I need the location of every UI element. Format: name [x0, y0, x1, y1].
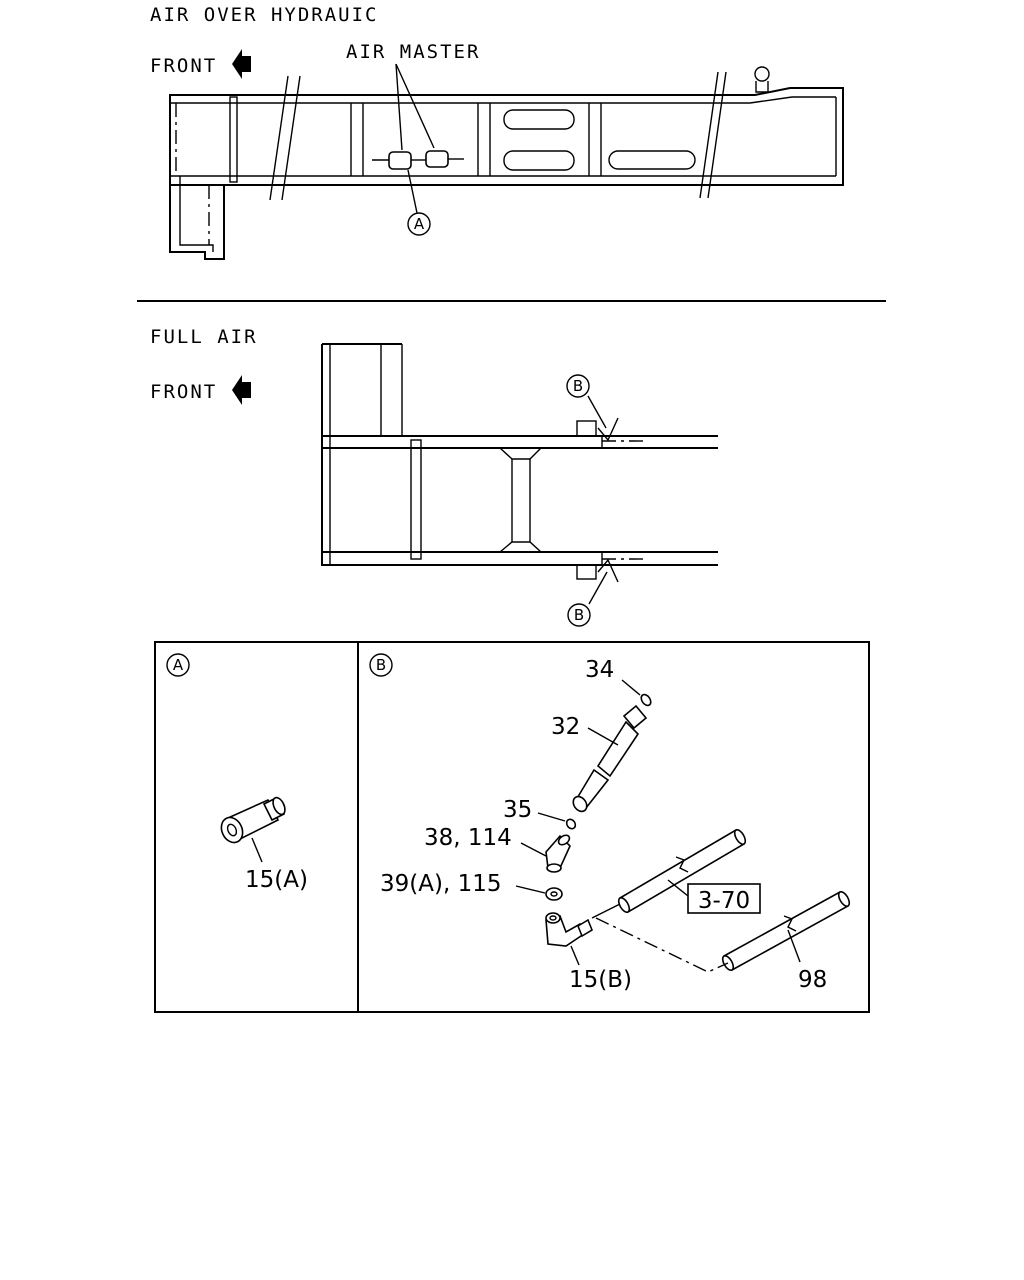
front-label-top: FRONT [150, 55, 217, 77]
front-arrow-icon [232, 375, 251, 405]
section-title-full-air: FULL AIR [150, 326, 258, 348]
svg-text:A: A [173, 656, 184, 674]
part-label-34: 34 [585, 657, 614, 683]
front-label-middle: FRONT [150, 381, 217, 403]
part-label-35: 35 [503, 797, 532, 823]
part-label-15b: 15(B) [569, 967, 632, 993]
frame-top [169, 66, 844, 260]
part-35-icon [565, 818, 577, 830]
svg-text:B: B [573, 377, 583, 395]
air-master-units [372, 63, 464, 214]
callout-a-top: A [407, 212, 431, 236]
detail-b: B 34 32 35 38, 114 [369, 653, 851, 993]
tube-98-icon [721, 890, 851, 972]
detail-a: A 15(A) [166, 653, 308, 893]
part-label-39a-115: 39(A), 115 [380, 871, 501, 897]
section-title-air-over-hydraulic: AIR OVER HYDRAUIC [150, 4, 378, 26]
svg-text:B: B [574, 606, 584, 624]
frame-middle [321, 343, 718, 583]
part-label-15a: 15(A) [245, 867, 308, 893]
svg-text:A: A [414, 215, 425, 233]
reference-label-3-70: 3-70 [698, 888, 750, 914]
part-label-38-114: 38, 114 [424, 825, 512, 851]
part-15b-icon [545, 912, 593, 947]
full-air-section: FULL AIR FRONT [150, 326, 718, 627]
air-over-hydraulic-section: AIR OVER HYDRAUIC FRONT AIR MASTER [150, 4, 844, 260]
part-32-icon [572, 704, 648, 813]
part-34-icon [640, 693, 652, 707]
part-15a-icon [220, 796, 286, 844]
callout-b-top: B [566, 374, 590, 398]
part-label-98: 98 [798, 967, 827, 993]
detail-b-marker: B [369, 653, 393, 677]
detail-a-marker: A [166, 653, 190, 677]
callout-b-bottom: B [567, 603, 591, 627]
detail-panels [154, 641, 870, 1013]
part-label-32: 32 [551, 714, 580, 740]
front-arrow-icon [232, 49, 251, 79]
part-38-icon [545, 834, 571, 873]
svg-text:B: B [376, 656, 386, 674]
tube-3-70-icon [617, 828, 747, 914]
reference-box-3-70[interactable]: 3-70 [687, 883, 761, 914]
part-39-icon [545, 887, 563, 901]
air-master-label: AIR MASTER [346, 41, 480, 63]
